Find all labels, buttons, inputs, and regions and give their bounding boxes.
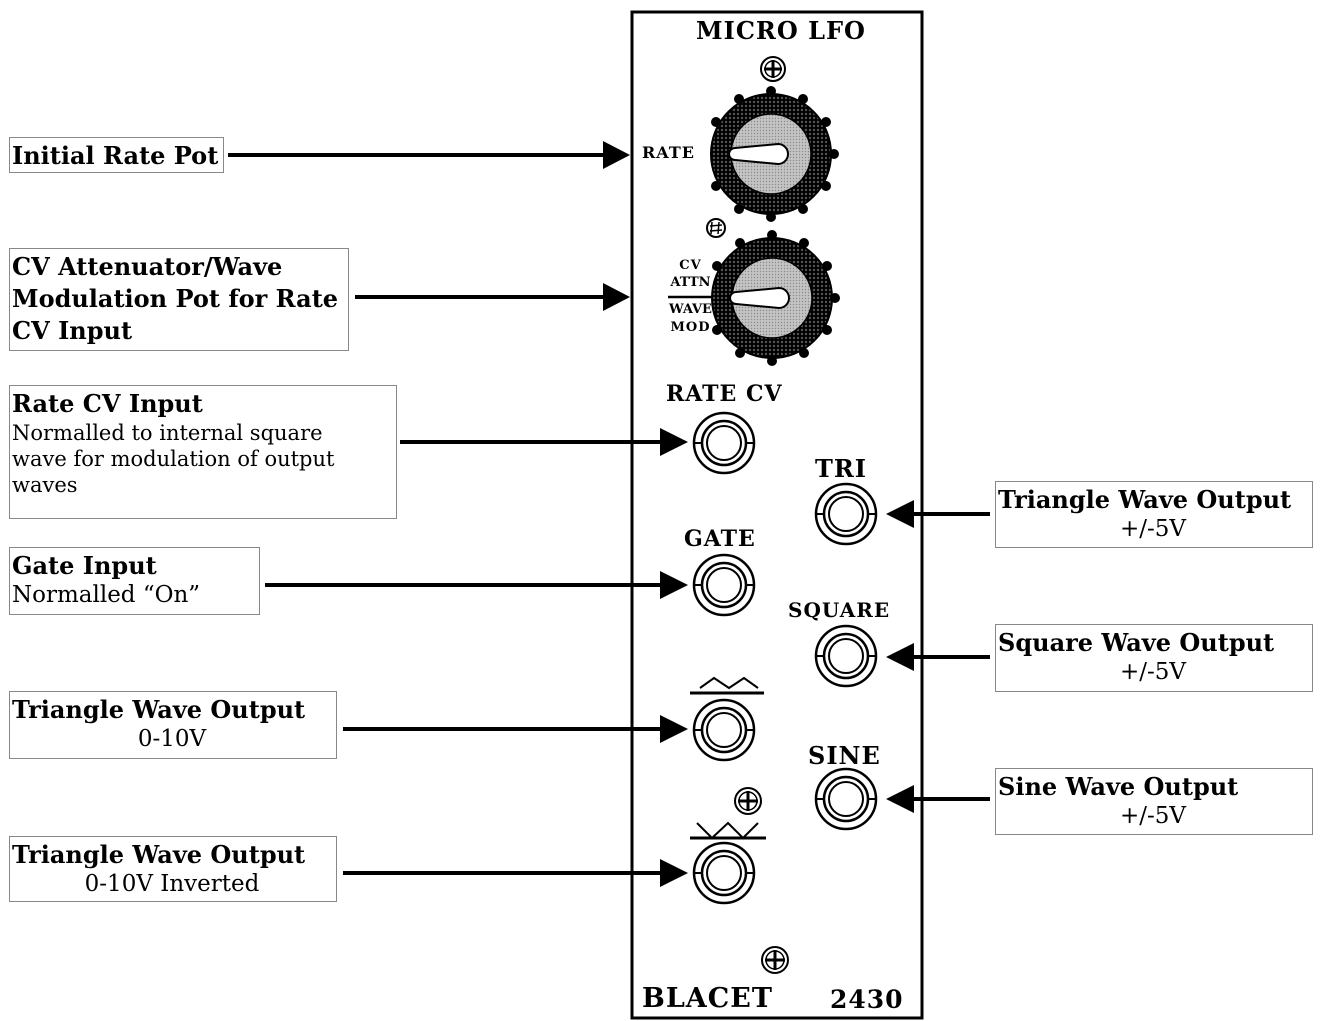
arrow-square — [886, 643, 990, 671]
callout-gate-input-title: Gate Input — [12, 551, 157, 580]
gate-label: GATE — [684, 526, 756, 552]
panel-title: MICRO LFO — [696, 16, 866, 45]
callout-tri-bipolar-title: Triangle Wave Output — [998, 485, 1292, 514]
square-label: SQUARE — [788, 598, 891, 622]
callout-gate-input: Gate Input Normalled “On” — [9, 547, 260, 615]
callout-tri-bipolar: Triangle Wave Output +/-5V — [995, 481, 1313, 548]
callout-sine-title: Sine Wave Output — [998, 772, 1239, 801]
callout-tri-inverted-title: Triangle Wave Output — [12, 840, 306, 869]
rate-cv-label: RATE CV — [666, 381, 783, 407]
arrow-cv-attenuator — [355, 283, 630, 311]
callout-tri-inverted: Triangle Wave Output 0-10V Inverted — [9, 836, 337, 902]
callout-square: Square Wave Output +/-5V — [995, 624, 1313, 692]
triangle-wave-icon — [690, 676, 764, 695]
rate-knob[interactable] — [710, 86, 839, 222]
sine-jack[interactable] — [814, 767, 878, 831]
callout-initial-rate-title: Initial Rate Pot — [12, 141, 219, 170]
callout-initial-rate: Initial Rate Pot — [9, 137, 224, 173]
tri-jack[interactable] — [814, 482, 878, 546]
callout-cv-attenuator: CV Attenuator/Wave Modulation Pot for Ra… — [9, 248, 349, 351]
sine-label: SINE — [808, 741, 881, 770]
tri-label: TRI — [815, 454, 868, 483]
model-number: 2430 — [830, 985, 904, 1014]
callout-tri-bipolar-value: +/-5V — [1119, 516, 1187, 542]
cv-attn-label-wave: WAVE — [669, 302, 712, 317]
callout-gate-input-desc: Normalled “On” — [12, 582, 201, 608]
rate-knob-label: RATE — [642, 143, 695, 162]
screw-bottom-icon — [761, 946, 789, 974]
arrow-initial-rate — [228, 141, 630, 169]
tri-inverted-jack[interactable] — [692, 841, 756, 905]
arrow-tri-unipolar — [343, 715, 688, 743]
callout-sine-value: +/-5V — [1119, 803, 1187, 829]
cv-attn-knob[interactable] — [711, 230, 840, 366]
cv-attn-label-mod: MOD — [670, 320, 711, 335]
callout-sine: Sine Wave Output +/-5V — [995, 768, 1313, 835]
screw-middle-icon — [706, 218, 726, 238]
arrow-rate-cv-input — [400, 428, 688, 456]
cv-attn-label-attn: ATTN — [670, 275, 711, 290]
callout-square-value: +/-5V — [1119, 659, 1187, 685]
arrow-sine — [886, 785, 990, 813]
callout-cv-attenuator-title: CV Attenuator/Wave Modulation Pot for Ra… — [12, 252, 339, 345]
square-jack[interactable] — [814, 624, 878, 688]
arrow-gate-input — [265, 571, 688, 599]
callout-tri-unipolar-title: Triangle Wave Output — [12, 695, 306, 724]
screw-top-icon — [760, 56, 786, 82]
callout-tri-unipolar-value: 0-10V — [137, 726, 207, 752]
arrow-tri-inverted — [343, 859, 688, 887]
arrow-tri-bipolar — [886, 500, 990, 528]
gate-jack[interactable] — [692, 553, 756, 617]
callout-rate-cv-input-title: Rate CV Input — [12, 389, 203, 418]
cv-attn-label-cv: CV — [679, 258, 702, 273]
callout-rate-cv-input-desc: Normalled to internal square wave for mo… — [12, 421, 335, 497]
inverted-triangle-wave-icon — [690, 821, 766, 840]
callout-tri-inverted-value: 0-10V Inverted — [84, 871, 260, 897]
screw-lower-icon — [734, 787, 762, 815]
callout-rate-cv-input: Rate CV Input Normalled to internal squa… — [9, 385, 397, 519]
callout-tri-unipolar: Triangle Wave Output 0-10V — [9, 691, 337, 759]
rate-cv-jack[interactable] — [692, 411, 756, 475]
tri-unipolar-jack[interactable] — [692, 698, 756, 762]
brand-label: BLACET — [642, 983, 773, 1014]
callout-square-title: Square Wave Output — [998, 628, 1275, 657]
